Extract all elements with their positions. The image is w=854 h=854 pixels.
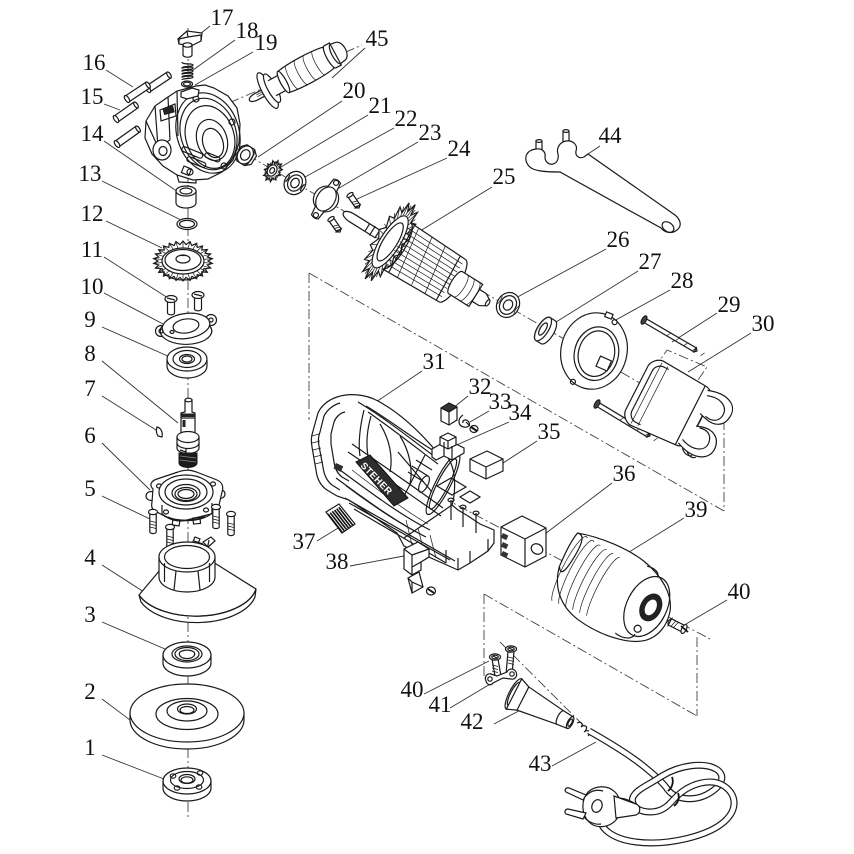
svg-text:43: 43 — [529, 751, 552, 776]
svg-text:9: 9 — [84, 307, 96, 332]
svg-text:16: 16 — [83, 50, 106, 75]
svg-text:26: 26 — [607, 227, 630, 252]
svg-text:37: 37 — [293, 529, 316, 554]
svg-text:22: 22 — [395, 106, 418, 131]
svg-text:34: 34 — [509, 400, 533, 425]
svg-text:30: 30 — [752, 311, 775, 336]
svg-text:41: 41 — [429, 692, 452, 717]
svg-text:12: 12 — [81, 201, 104, 226]
svg-text:11: 11 — [81, 237, 103, 262]
svg-text:40: 40 — [401, 677, 424, 702]
svg-text:15: 15 — [81, 84, 104, 109]
svg-text:42: 42 — [461, 709, 484, 734]
svg-text:21: 21 — [369, 93, 392, 118]
svg-text:39: 39 — [685, 497, 708, 522]
svg-text:45: 45 — [366, 26, 389, 51]
svg-text:23: 23 — [419, 120, 442, 145]
svg-text:32: 32 — [469, 374, 492, 399]
svg-text:19: 19 — [255, 30, 278, 55]
svg-text:10: 10 — [81, 274, 104, 299]
svg-text:31: 31 — [423, 349, 446, 374]
svg-text:36: 36 — [613, 461, 636, 486]
svg-text:44: 44 — [599, 123, 623, 148]
svg-text:2: 2 — [84, 679, 96, 704]
svg-text:38: 38 — [326, 549, 349, 574]
svg-text:25: 25 — [493, 164, 516, 189]
svg-text:33: 33 — [489, 389, 512, 414]
svg-text:8: 8 — [84, 341, 96, 366]
svg-text:27: 27 — [639, 249, 662, 274]
svg-text:35: 35 — [538, 419, 561, 444]
svg-text:20: 20 — [343, 78, 366, 103]
svg-text:18: 18 — [236, 18, 259, 43]
svg-text:40: 40 — [728, 579, 751, 604]
svg-text:4: 4 — [84, 545, 96, 570]
svg-text:3: 3 — [84, 602, 96, 627]
svg-text:14: 14 — [81, 121, 105, 146]
svg-text:28: 28 — [671, 268, 694, 293]
svg-text:6: 6 — [84, 423, 96, 448]
svg-text:1: 1 — [84, 735, 96, 760]
svg-text:13: 13 — [79, 161, 102, 186]
svg-text:17: 17 — [211, 5, 234, 30]
svg-text:7: 7 — [84, 376, 96, 401]
svg-text:5: 5 — [84, 476, 96, 501]
svg-text:29: 29 — [718, 292, 741, 317]
svg-text:24: 24 — [448, 136, 472, 161]
